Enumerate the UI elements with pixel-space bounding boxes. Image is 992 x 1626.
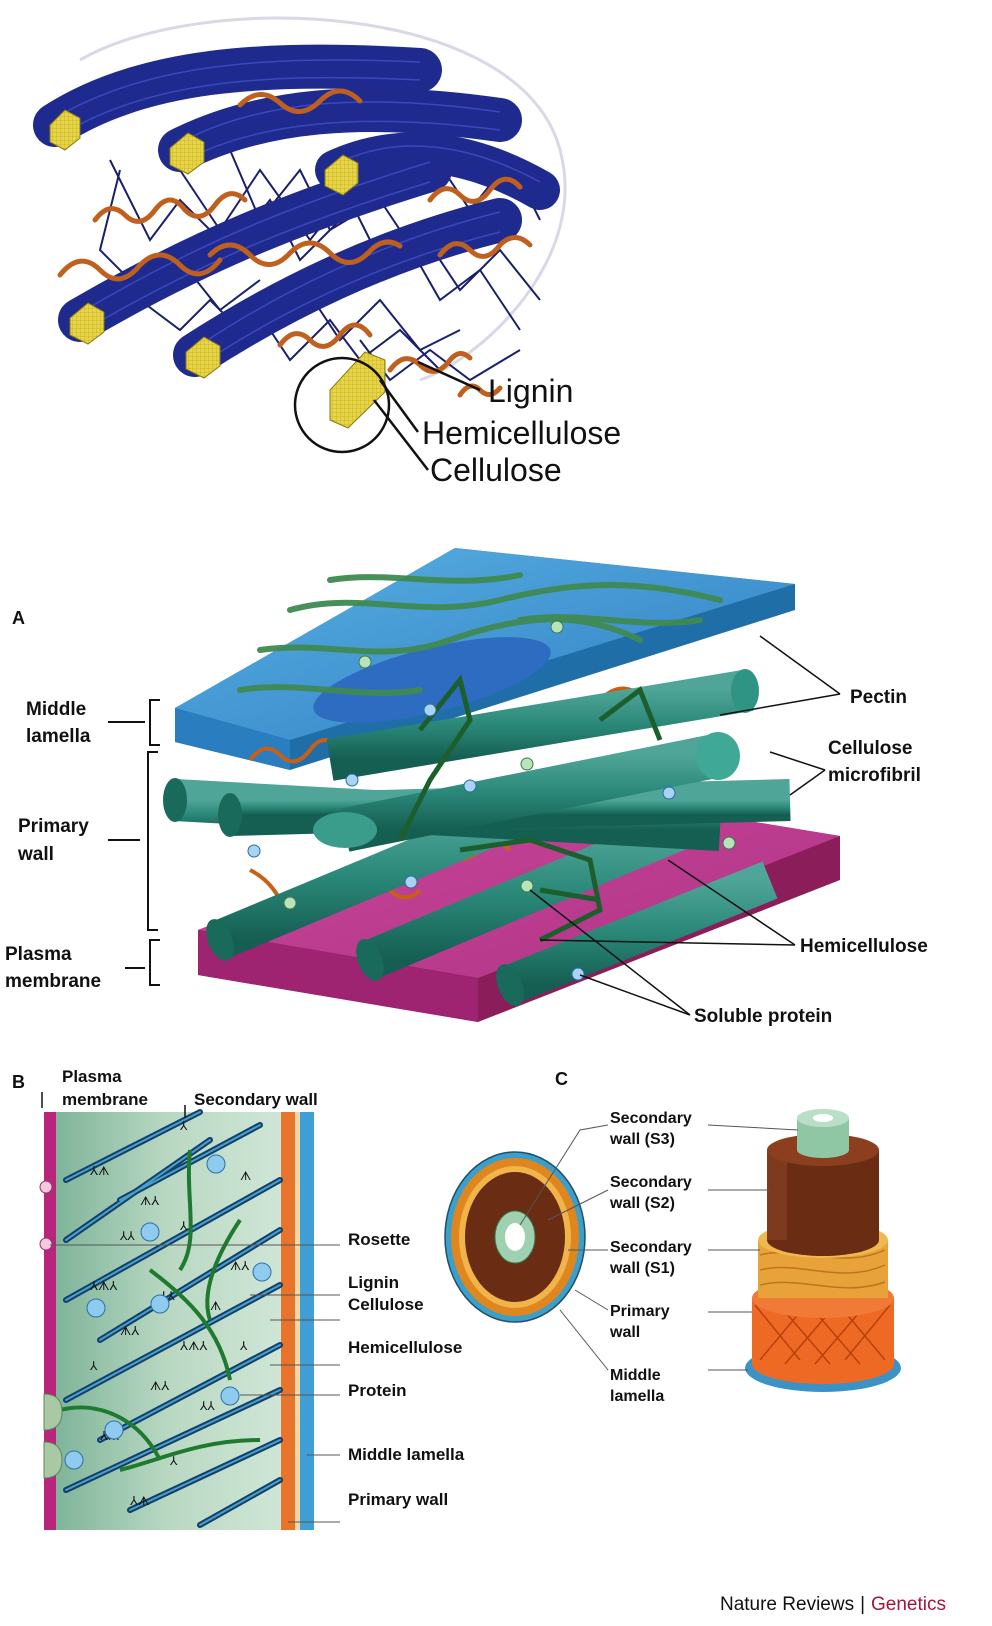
panel-a-letter: A (12, 608, 25, 628)
label-b-plasma-line1: Plasma (62, 1067, 122, 1086)
zoom-circle-outline (79, 16, 567, 382)
magnifier-circle (293, 356, 391, 454)
label-c-s1-line2: wall (S1) (609, 1260, 675, 1277)
svg-text:ᗑ⅄: ᗑ⅄ (230, 1259, 249, 1273)
top-label-cellulose: Cellulose (430, 452, 562, 488)
svg-text:⅄: ⅄ (169, 1454, 178, 1468)
svg-text:⅄: ⅄ (239, 1339, 248, 1353)
panel-c-letter: C (555, 1069, 568, 1089)
label-a-pectin: Pectin (850, 687, 907, 708)
panel-b-leader-lines (50, 1244, 340, 1523)
top-label-hemicellulose: Hemicellulose (422, 415, 621, 451)
label-a-middle-line2: lamella (26, 726, 91, 747)
highlighted-cellulose-core (329, 351, 386, 429)
svg-text:⅄⅄: ⅄⅄ (119, 1229, 135, 1243)
label-c-s3-line2: wall (S3) (609, 1131, 675, 1148)
svg-text:ᗑ⅄: ᗑ⅄ (140, 1194, 159, 1208)
credit-journal: Nature Reviews (719, 1594, 855, 1615)
label-a-primary-line2: wall (17, 844, 54, 865)
label-b-hemicellulose: Hemicellulose (348, 1338, 462, 1357)
label-c-s2-line1: Secondary (610, 1174, 692, 1191)
panel-c-leader-lines (519, 1124, 799, 1371)
svg-text:⅄⅄: ⅄⅄ (199, 1399, 215, 1413)
panel-b-letter: B (12, 1072, 25, 1092)
panel-b-hemicellulose (59, 1149, 261, 1472)
label-c-primary-line1: Primary (610, 1303, 670, 1320)
label-a-cellulose-line1: Cellulose (828, 738, 912, 759)
svg-text:⅄ᗑ⅄: ⅄ᗑ⅄ (90, 1279, 118, 1293)
credit-subject: Genetics (871, 1594, 946, 1615)
cellulose-fiber-bundles (33, 44, 560, 377)
fiber-bundle-1 (33, 44, 442, 147)
layered-cylinder (745, 1109, 901, 1392)
cross-section (444, 1151, 586, 1323)
label-c-s3-line1: Secondary (610, 1110, 692, 1127)
label-b-secondary-wall: Secondary wall (194, 1090, 318, 1109)
label-b-protein: Protein (348, 1381, 407, 1400)
svg-text:⅄: ⅄ (179, 1219, 188, 1233)
label-a-soluble-protein: Soluble protein (694, 1006, 832, 1027)
middle-lamella-strip-blue (300, 1112, 314, 1530)
figure-credit: Nature Reviews|Genetics (720, 1594, 946, 1616)
panel-a-brackets (108, 699, 160, 986)
label-a-plasma-line2: membrane (5, 971, 101, 992)
label-a-primary-line1: Primary (18, 816, 89, 837)
label-a-middle-line1: Middle (26, 699, 86, 720)
svg-text:ᗑ⅄: ᗑ⅄ (120, 1324, 139, 1338)
label-c-middle-line1: Middle (610, 1367, 661, 1384)
label-c-primary-line2: wall (609, 1324, 640, 1341)
fiber-bundle-4 (58, 148, 452, 342)
fiber-bundle-5 (173, 198, 522, 377)
label-b-middle-lamella: Middle lamella (348, 1445, 465, 1464)
panel-c: C (444, 1069, 901, 1405)
label-a-hemicellulose: Hemicellulose (800, 936, 928, 957)
panel-b-protein-spheres (64, 1154, 272, 1470)
label-c-s1-line1: Secondary (610, 1239, 692, 1256)
svg-text:⅄: ⅄ (89, 1359, 98, 1373)
label-b-rosette: Rosette (348, 1230, 410, 1249)
top-label-lignin: Lignin (488, 373, 573, 409)
svg-text:ᗑ: ᗑ (210, 1299, 221, 1313)
panel-a: A (5, 548, 928, 1027)
label-b-plasma-line2: membrane (62, 1090, 148, 1109)
label-b-primary-wall: Primary wall (348, 1490, 448, 1509)
label-b-cellulose: Cellulose (348, 1295, 424, 1314)
label-c-middle-line2: lamella (610, 1388, 664, 1405)
svg-text:ᗑ⅄: ᗑ⅄ (150, 1379, 169, 1393)
soluble-protein-spheres (247, 620, 736, 981)
label-c-s2-line2: wall (S2) (609, 1195, 675, 1212)
rosettes (39, 1180, 53, 1251)
lignin-strands (57, 88, 533, 398)
cellulose-microfibrils (163, 669, 791, 1006)
credit-separator: | (860, 1594, 866, 1615)
label-a-cellulose-line2: microfibril (828, 765, 921, 786)
svg-text:⅄ᗑ: ⅄ᗑ (130, 1494, 149, 1508)
svg-text:⅄: ⅄ (179, 1119, 188, 1133)
top-fiber-panel: Lignin Hemicellulose Cellulose (33, 16, 621, 488)
panel-a-hemicellulose (397, 674, 663, 943)
svg-text:ᗑ: ᗑ (240, 1169, 251, 1183)
pectin-strands (237, 572, 723, 696)
svg-text:⅄ᗑ: ⅄ᗑ (90, 1164, 109, 1178)
label-a-plasma-line1: Plasma (5, 944, 72, 965)
panel-a-leader-lines (529, 635, 841, 1016)
label-b-lignin: Lignin (348, 1273, 399, 1292)
svg-text:⅄ᗑ⅄: ⅄ᗑ⅄ (180, 1339, 208, 1353)
cellulose-cores (49, 109, 386, 429)
panel-b: B (12, 1067, 465, 1530)
primary-wall-strip-orange (281, 1112, 295, 1530)
fiber-bundle-2 (158, 88, 522, 172)
